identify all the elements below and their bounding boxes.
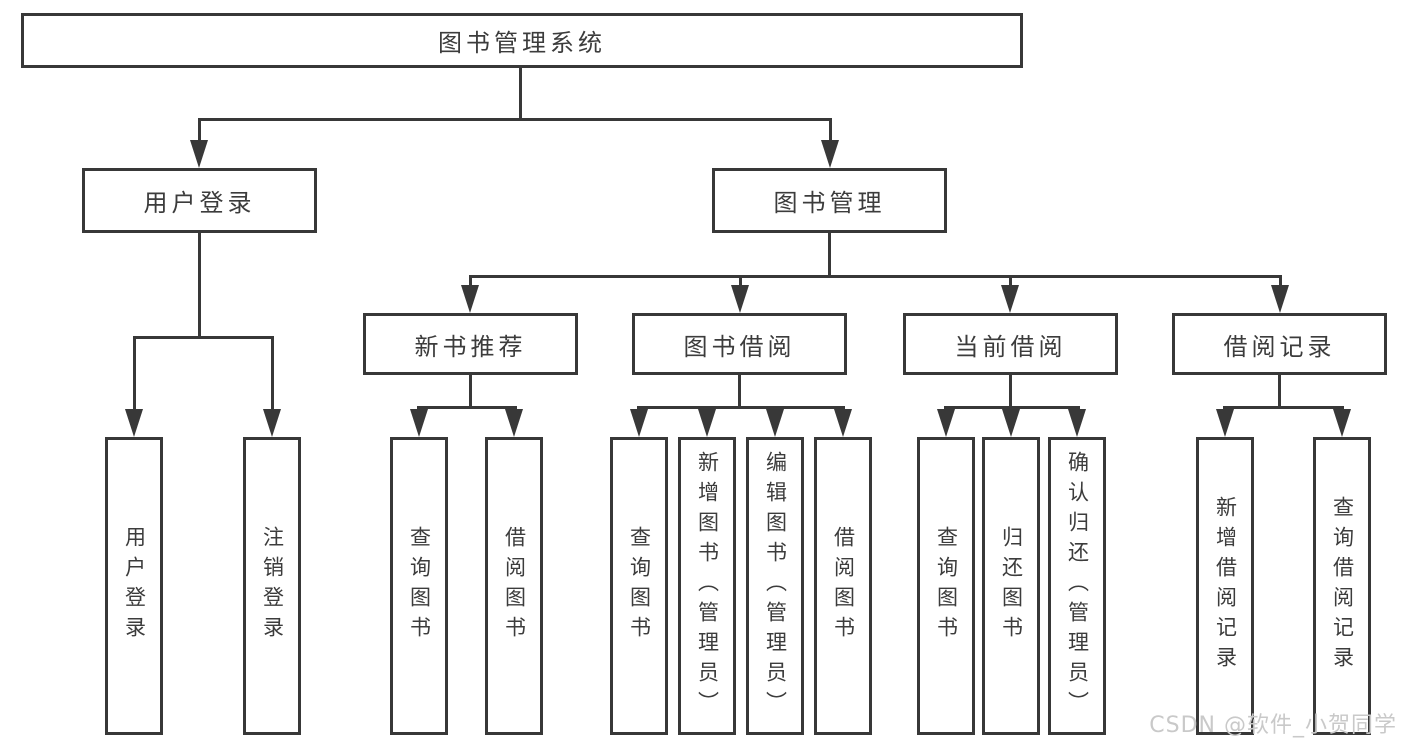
arrow-down-icon (190, 140, 208, 168)
arrow-down-icon (698, 409, 716, 437)
node-label: 新书推荐 (414, 332, 527, 361)
connector-line (469, 375, 472, 409)
arrow-down-icon (1333, 409, 1351, 437)
connector-line (469, 275, 472, 289)
arrow-down-icon (461, 285, 479, 313)
node-label: 确认归还（管理员） (1065, 451, 1090, 721)
node-current-borrow: 当前借阅 (903, 313, 1118, 375)
connector-line (1279, 275, 1282, 289)
arrow-down-icon (731, 285, 749, 313)
node-label: 新增借阅记录 (1213, 496, 1238, 676)
connector-line (739, 275, 742, 289)
leaf-cb-query-books: 查询图书 (917, 437, 975, 735)
connector-line (519, 68, 522, 120)
arrow-down-icon (937, 409, 955, 437)
connector-line (271, 336, 274, 413)
arrow-down-icon (125, 409, 143, 437)
leaf-br-add-record: 新增借阅记录 (1196, 437, 1254, 735)
connector-line (133, 336, 136, 413)
arrow-down-icon (1001, 285, 1019, 313)
leaf-cb-return-books: 归还图书 (982, 437, 1040, 735)
node-label: 注销登录 (260, 526, 285, 646)
node-label: 归还图书 (999, 526, 1024, 646)
arrow-down-icon (766, 409, 784, 437)
leaf-user-login: 用户登录 (105, 437, 163, 735)
node-book-management: 图书管理 (712, 168, 947, 233)
node-label: 查询图书 (934, 526, 959, 646)
connector-line (1278, 375, 1281, 409)
arrow-down-icon (1216, 409, 1234, 437)
connector-line (133, 336, 274, 339)
connector-line (1009, 375, 1012, 409)
connector-line (198, 118, 201, 144)
arrow-down-icon (630, 409, 648, 437)
leaf-nbr-query-books: 查询图书 (390, 437, 448, 735)
connector-line (469, 275, 1282, 278)
node-user-login: 用户登录 (82, 168, 317, 233)
node-label: 图书管理系统 (438, 29, 606, 57)
node-label: 图书借阅 (683, 332, 796, 361)
node-label: 当前借阅 (954, 332, 1067, 361)
leaf-bb-add-books-admin: 新增图书（管理员） (678, 437, 736, 735)
node-label: 查询图书 (627, 526, 652, 646)
node-label: 图书管理 (773, 189, 886, 217)
leaf-cb-confirm-return-admin: 确认归还（管理员） (1048, 437, 1106, 735)
node-label: 借阅图书 (831, 526, 856, 646)
connector-line (198, 118, 832, 121)
node-borrow-records: 借阅记录 (1172, 313, 1387, 375)
node-label: 用户登录 (143, 189, 256, 217)
connector-line (738, 375, 741, 409)
node-label: 借阅记录 (1223, 332, 1336, 361)
connector-line (417, 406, 517, 409)
arrow-down-icon (505, 409, 523, 437)
leaf-nbr-borrow-books: 借阅图书 (485, 437, 543, 735)
node-label: 新增图书（管理员） (695, 451, 720, 721)
connector-line (1223, 406, 1344, 409)
leaf-logout: 注销登录 (243, 437, 301, 735)
arrow-down-icon (410, 409, 428, 437)
node-label: 借阅图书 (502, 526, 527, 646)
connector-line (1009, 275, 1012, 289)
arrow-down-icon (1002, 409, 1020, 437)
node-label: 查询图书 (407, 526, 432, 646)
leaf-br-query-record: 查询借阅记录 (1313, 437, 1371, 735)
connector-line (829, 118, 832, 144)
node-library-management-system: 图书管理系统 (21, 13, 1023, 68)
node-label: 编辑图书（管理员） (763, 451, 788, 721)
leaf-bb-query-books: 查询图书 (610, 437, 668, 735)
connector-line (198, 233, 201, 339)
leaf-bb-edit-books-admin: 编辑图书（管理员） (746, 437, 804, 735)
arrow-down-icon (834, 409, 852, 437)
connector-line (828, 233, 831, 278)
leaf-bb-borrow-books: 借阅图书 (814, 437, 872, 735)
node-label: 用户登录 (122, 526, 147, 646)
csdn-watermark: CSDN @软件_小贺同学 (1149, 713, 1397, 738)
node-new-book-recommend: 新书推荐 (363, 313, 578, 375)
connector-line (637, 406, 845, 409)
node-book-borrow: 图书借阅 (632, 313, 847, 375)
arrow-down-icon (263, 409, 281, 437)
arrow-down-icon (1271, 285, 1289, 313)
arrow-down-icon (1068, 409, 1086, 437)
arrow-down-icon (821, 140, 839, 168)
node-label: 查询借阅记录 (1330, 496, 1355, 676)
